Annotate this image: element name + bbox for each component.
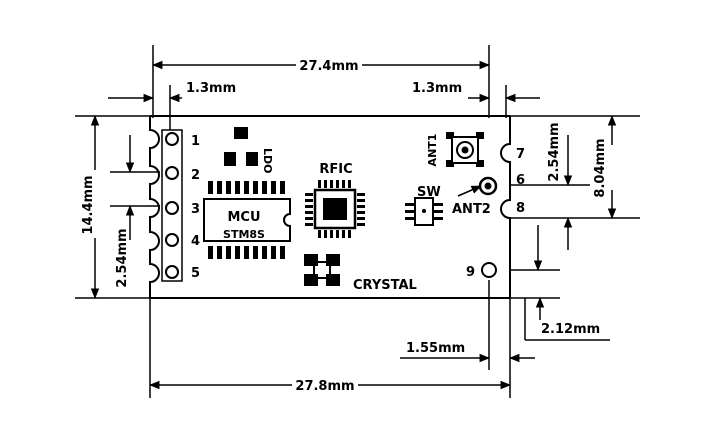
dim-top-width: 27.4mm [299,59,358,74]
pin-label-8: 8 [516,201,525,216]
mcu-label: MCU [227,210,260,225]
pin-label-4: 4 [191,234,200,249]
rfic-chip [305,180,365,238]
dim-left-pitch: 2.54mm [115,228,130,287]
pin-label-1: 1 [191,134,200,149]
rf-switch [405,197,443,226]
pin-label-2: 2 [191,168,200,183]
mcu-chip [203,181,291,259]
pin-label-7: 7 [516,147,525,162]
pin-label-3: 3 [191,202,200,217]
mcu-body [203,198,291,242]
ant2-pad [457,176,498,197]
board-outline [149,115,511,299]
extension-lines [75,45,640,398]
dim-right-margin-top: 1.3mm [412,81,462,96]
dimension-arrows [90,60,617,390]
dim-right-bottom: 2.12mm [541,322,600,337]
ant1-connector [446,132,484,167]
mcu-part-label: STM8S [223,228,265,241]
pin-label-5: 5 [191,266,200,281]
crystal-label: CRYSTAL [353,278,417,293]
dim-right-pitch: 2.54mm [547,122,562,181]
dim-bottom-width: 27.8mm [295,379,354,394]
pin-label-6: 6 [516,173,525,188]
left-pin-labels: 1 2 3 4 5 [191,134,200,281]
dim-left-margin-top: 1.3mm [186,81,236,96]
mcu-top-pins [208,181,285,194]
rfic-pad [323,198,347,220]
dim-bottom-offset: 1.55mm [406,341,465,356]
ant2-label: ANT2 [452,202,491,217]
ldo-label: LDO [261,148,274,174]
sw-label: SW [417,185,441,200]
pin9-pad [481,262,497,278]
dim-right-height: 8.04mm [593,138,608,197]
rfic-label: RFIC [319,162,352,177]
ldo-regulator [224,127,258,166]
left-pin-pads [161,129,183,282]
mcu-bottom-pins [208,246,285,259]
crystal [304,254,340,286]
dim-height: 14.4mm [81,175,96,234]
ant1-label: ANT1 [426,134,439,167]
pin-label-9: 9 [466,265,475,280]
